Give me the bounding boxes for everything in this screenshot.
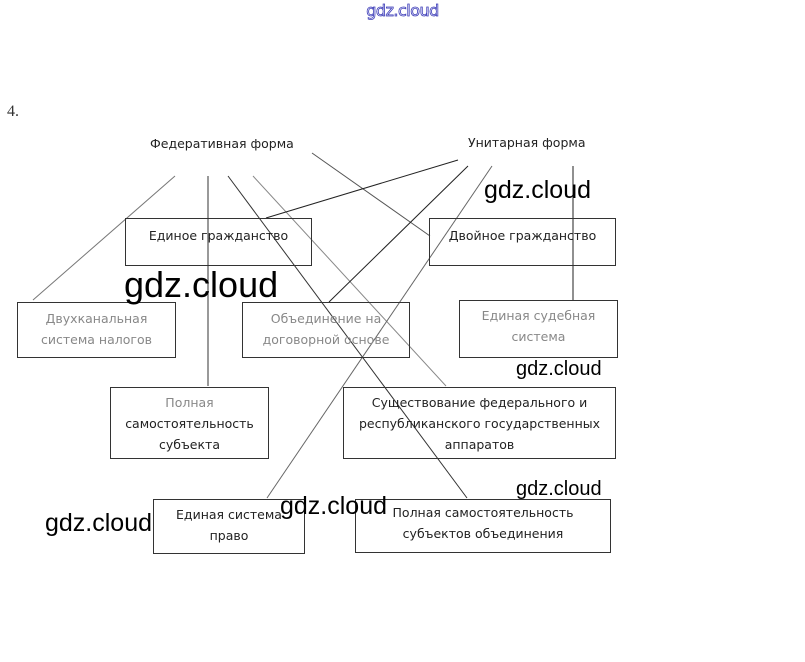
box-text: Объединение на [270,311,382,326]
box-text: система [511,329,566,344]
box-text: Единая система [176,507,282,522]
watermark: gdz.cloud [45,509,153,537]
box-text: субъекта [158,437,220,452]
box-contract-union: Объединение на договорной основе [242,302,410,358]
box-single-citizenship: Единое гражданство [125,218,312,266]
root-unitary-form: Унитарная форма [468,135,586,150]
box-text: Полная [165,395,214,410]
box-text: аппаратов [444,437,515,452]
watermark: gdz.cloud [484,176,592,204]
box-text: Единое гражданство [148,228,289,243]
box-bicameral-tax-system: Двухканальная система налогов [17,302,176,358]
box-text: Единая судебная [481,308,596,323]
box-text: право [209,528,249,543]
box-union-subjects-independence: Полная самостоятельность субъектов объеди… [355,499,611,553]
box-text: Двухканальная [45,311,148,326]
box-text: договорной основе [262,332,390,347]
connector-unitary-to-contract-union [328,165,469,303]
box-subject-full-independence: Полная самостоятельность субъекта [110,387,269,459]
connector-unitary-to-single-citizenship [265,159,459,219]
box-text: республиканского государственных [358,416,601,431]
box-text: Существование федерального и [371,395,588,410]
box-text: Двойное гражданство [448,228,597,243]
watermark-top: gdz.cloud [366,1,440,21]
box-text: система налогов [41,332,152,347]
box-single-judicial-system: Единая судебная система [459,300,618,358]
task-number: 4. [7,103,19,120]
box-federal-republic-apparatus: Существование федерального и республиканс… [343,387,616,459]
box-text: самостоятельность [125,416,254,431]
connector-unitary-to-single-law [266,165,493,499]
connector-federal-to-dual-citizenship [311,152,431,237]
box-text: субъектов объединения [402,526,564,541]
box-dual-citizenship: Двойное гражданство [429,218,616,266]
watermark: gdz.cloud [280,492,388,520]
connector-federal-to-federal-republic [252,175,447,387]
box-text: Полная самостоятельность [392,505,574,520]
box-single-law-system: Единая система право [153,499,305,554]
root-federal-form: Федеративная форма [150,136,294,151]
connector-federal-to-union-independence [227,175,468,499]
watermark: gdz.cloud [516,358,602,380]
connector-federal-to-bicameral-tax [32,175,176,301]
watermark: gdz.cloud [124,264,279,305]
watermark: gdz.cloud [516,478,602,500]
